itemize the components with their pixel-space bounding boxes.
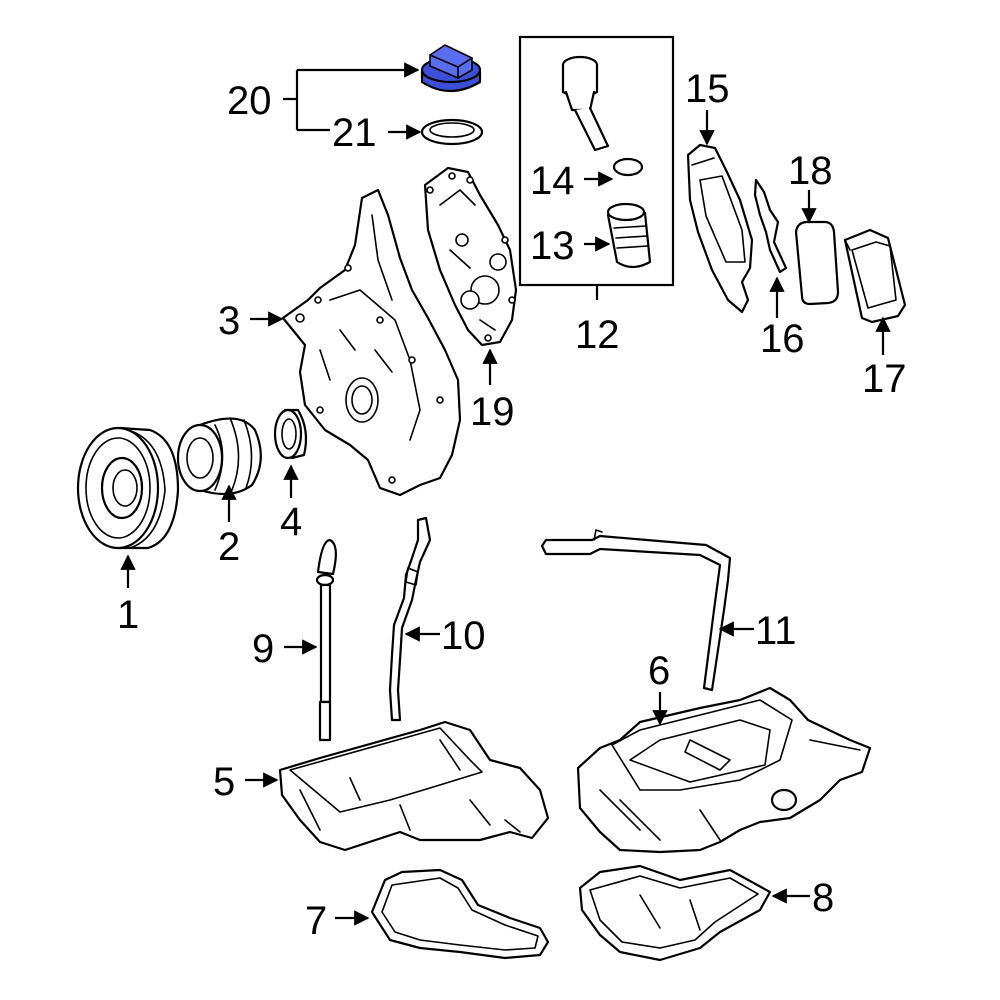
oil-filter-housing-cap[interactable] [561, 55, 610, 152]
callout-11[interactable]: 11 [755, 609, 797, 653]
callout-19[interactable]: 19 [470, 390, 515, 434]
part-18-seal-plate[interactable] [794, 220, 840, 306]
part-1-crankshaft-pulley[interactable] [76, 426, 180, 550]
part-19-cover-plate[interactable] [423, 166, 518, 347]
part-11-oil-tube[interactable] [540, 529, 732, 692]
callout-20-21-bracket [283, 62, 422, 140]
callout-20[interactable]: 20 [227, 79, 272, 123]
callout-14[interactable]: 14 [530, 159, 575, 203]
callout-1[interactable]: 1 [117, 593, 139, 637]
part-2-crankshaft-damper[interactable] [176, 417, 262, 496]
callout-16[interactable]: 16 [760, 317, 805, 361]
part-8-lower-oil-pan[interactable] [578, 864, 772, 962]
callout-4[interactable]: 4 [280, 500, 302, 544]
callout-9[interactable]: 9 [252, 627, 274, 671]
part-5-upper-oil-pan[interactable] [278, 720, 550, 852]
callout-3[interactable]: 3 [218, 299, 240, 343]
part-9-oil-dipstick[interactable] [315, 538, 337, 742]
part-10-dipstick-tube[interactable] [388, 516, 432, 722]
part-20-oil-filler-cap[interactable] [420, 44, 482, 92]
part-7-oil-pan-gasket[interactable] [370, 868, 550, 960]
part-21-seal-ring[interactable] [420, 118, 484, 146]
callout-12[interactable]: 12 [575, 313, 620, 357]
callout-13[interactable]: 13 [530, 224, 575, 268]
part-13-oil-filter-element[interactable] [606, 202, 652, 269]
callout-2[interactable]: 2 [218, 525, 240, 569]
part-12-oil-filter-kit-box [518, 35, 675, 300]
callout-5[interactable]: 5 [213, 760, 235, 804]
callout-21[interactable]: 21 [332, 111, 377, 155]
callout-17[interactable]: 17 [862, 357, 907, 401]
part-6-oil-pan[interactable] [576, 686, 872, 854]
part-17-oil-cooler[interactable] [843, 228, 907, 324]
part-4-front-seal[interactable] [273, 408, 308, 460]
callout-15[interactable]: 15 [685, 67, 730, 111]
part-3-timing-cover[interactable] [281, 188, 462, 497]
callout-7[interactable]: 7 [305, 899, 327, 943]
callout-10[interactable]: 10 [441, 614, 486, 658]
callout-18[interactable]: 18 [788, 149, 833, 193]
callout-6[interactable]: 6 [648, 649, 670, 693]
part-14-o-ring[interactable] [612, 157, 644, 177]
part-16-gasket[interactable] [753, 178, 788, 274]
part-15-oil-cooler-housing[interactable] [686, 143, 754, 314]
callout-8[interactable]: 8 [812, 876, 834, 920]
